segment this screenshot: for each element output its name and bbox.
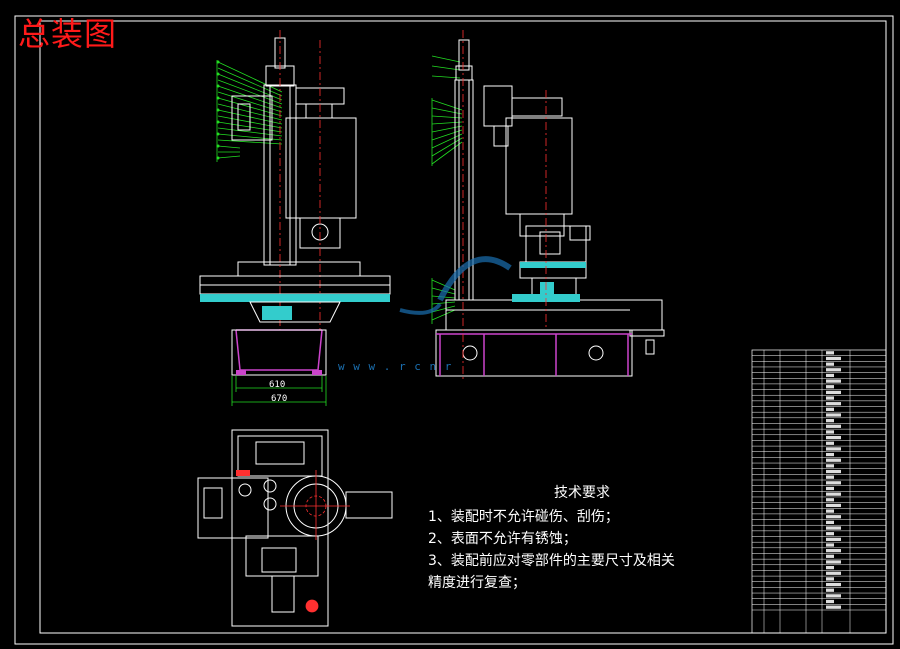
technical-note-1: 1、装配时不允许碰伤、刮伤； <box>428 509 619 525</box>
parts-list-entry-mark <box>826 537 841 541</box>
dimension-outer: 670 <box>271 394 288 404</box>
parts-list-entry-mark <box>826 605 841 609</box>
parts-list-entry-mark <box>826 520 834 525</box>
parts-list-entry-mark <box>826 458 841 462</box>
drawing-title: 总装图 <box>18 15 118 53</box>
parts-list-entry-mark <box>826 498 834 502</box>
parts-list-entry-mark <box>826 481 841 485</box>
parts-list-entry-mark <box>826 413 841 417</box>
watermark-text: w w w . r c n r <box>338 360 453 373</box>
parts-list-entry-mark <box>826 419 834 423</box>
front-leader-dots <box>216 60 220 160</box>
parts-list-entry-mark <box>826 368 841 372</box>
parts-list-entry-mark <box>826 560 841 564</box>
parts-list-entry-mark <box>826 351 834 355</box>
parts-list-entry-mark <box>826 594 841 598</box>
side-leaders <box>431 55 463 324</box>
parts-list-rows <box>752 350 886 633</box>
top-view <box>197 429 393 627</box>
parts-list-entry-mark <box>826 356 841 361</box>
parts-list-entry-mark <box>826 486 834 491</box>
parts-list-entry-mark <box>826 492 841 496</box>
side-view <box>399 30 665 380</box>
parts-list-entry-mark <box>826 549 841 553</box>
parts-list-entry-mark <box>826 543 834 547</box>
technical-notes-heading: 技术要求 <box>554 485 610 501</box>
parts-list-entry-mark <box>826 424 841 428</box>
parts-list-entry-mark <box>826 554 834 558</box>
technical-note-2: 2、表面不允许有锈蚀； <box>428 531 577 547</box>
parts-list-entry-mark <box>826 582 841 587</box>
parts-list-entry-mark <box>826 385 834 389</box>
parts-list-entry-mark <box>826 373 834 378</box>
parts-list-entry-mark <box>826 503 841 508</box>
outer-frame <box>14 15 894 645</box>
parts-list-entry-mark <box>826 447 841 451</box>
parts-list-entry-mark <box>826 475 834 479</box>
technical-note-3: 3、装配前应对零部件的主要尺寸及相关 <box>428 553 675 569</box>
parts-list-entry-mark <box>826 435 841 440</box>
parts-list-entry-mark <box>826 469 841 474</box>
parts-list-entry-mark <box>826 532 834 536</box>
parts-list-entry-mark <box>826 599 834 604</box>
parts-list-entry-mark <box>826 464 834 468</box>
inner-frame <box>39 20 887 634</box>
technical-note-4: 精度进行复查； <box>428 575 526 591</box>
parts-list-entry-mark <box>826 577 834 581</box>
parts-list-entry-mark <box>826 515 841 519</box>
parts-list-entry-mark <box>826 526 841 530</box>
parts-list-entry-mark <box>826 396 834 400</box>
parts-list-entry-mark <box>826 452 834 457</box>
dimension-inner: 610 <box>269 380 286 390</box>
parts-list-entry-mark <box>826 588 834 592</box>
parts-list-entry-mark <box>826 565 834 570</box>
parts-list-entry-mark <box>826 402 841 406</box>
parts-list-entry-mark <box>826 362 834 366</box>
parts-list-entry-mark <box>826 571 841 575</box>
parts-list-entry-mark <box>826 509 834 513</box>
parts-list-entry-mark <box>826 441 834 445</box>
parts-list-entry-mark <box>826 430 834 434</box>
parts-list-entry-mark <box>826 390 841 395</box>
parts-list-entry-mark <box>826 407 834 411</box>
parts-list-entry-mark <box>826 379 841 383</box>
front-view <box>199 30 391 406</box>
